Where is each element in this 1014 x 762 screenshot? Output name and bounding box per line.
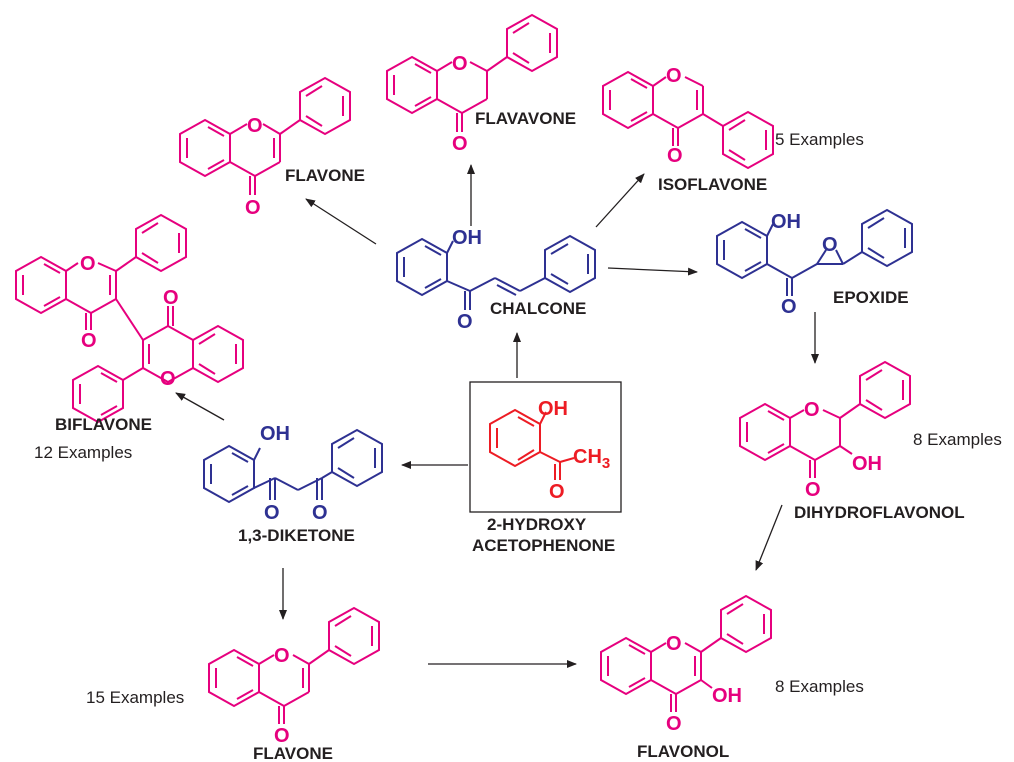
biflavone-o-upper: O: [81, 330, 97, 352]
flavone-bottom-o: O: [274, 725, 290, 747]
flavonol-examples: 8 Examples: [775, 677, 864, 696]
isoflavone-label: ISOFLAVONE: [658, 175, 767, 194]
flavanone-label: FLAVAVONE: [475, 109, 576, 128]
chalcone-oh: OH: [452, 227, 482, 249]
isoflavone-examples: 5 Examples: [775, 130, 864, 149]
start-label-line1: 2-HYDROXY: [487, 515, 587, 534]
biflavone-label: BIFLAVONE: [55, 415, 152, 434]
isoflavone-structure: [602, 70, 774, 170]
arrow-to-isoflavone: [595, 173, 645, 228]
arrow-to-flavone-top: [305, 198, 377, 245]
dihydroflavonol-label: DIHYDROFLAVONOL: [794, 503, 965, 522]
arrows: [175, 164, 819, 668]
dihydroflavonol-structure: [739, 360, 911, 478]
dihydroflavonol-o-ring: O: [804, 399, 820, 421]
epoxide-structure: [716, 208, 913, 296]
epoxide-oh: OH: [771, 211, 801, 233]
flavanone-o-ring: O: [452, 53, 468, 75]
flavonol-label: FLAVONOL: [637, 742, 729, 761]
flavone-top-o-ring: O: [247, 115, 263, 137]
flavonol-o-ring: O: [666, 633, 682, 655]
diketone-oh: OH: [260, 423, 290, 445]
isoflavone-o-ring: O: [666, 65, 682, 87]
biflavone-structure: [15, 213, 244, 424]
arrow-to-flavonol-from-dihydro: [755, 504, 783, 571]
arrow-to-biflavone: [175, 392, 225, 421]
dihydroflavonol-examples: 8 Examples: [913, 430, 1002, 449]
chalcone-o: O: [457, 311, 473, 333]
biflavone-o-lower: O: [163, 287, 179, 309]
start-structure: [489, 408, 575, 480]
dihydroflavonol-o: O: [805, 479, 821, 501]
biflavone-o-ring-upper: O: [80, 253, 96, 275]
flavanone-o: O: [452, 133, 468, 155]
flavone-bottom-examples: 15 Examples: [86, 688, 184, 707]
flavone-top-label: FLAVONE: [285, 166, 365, 185]
chalcone-label: CHALCONE: [490, 299, 586, 318]
chalcone-structure: [396, 234, 596, 310]
epoxide-o-ring: O: [822, 234, 838, 256]
flavone-top-structure: [179, 76, 351, 195]
diketone-o-right: O: [312, 502, 328, 524]
flavone-bottom-o-ring: O: [274, 645, 290, 667]
epoxide-o: O: [781, 296, 797, 318]
flavanone-structure: [386, 13, 558, 132]
flavone-top-o: O: [245, 197, 261, 219]
biflavone-o-ring-lower: O: [160, 368, 176, 390]
diketone-structure: [203, 428, 383, 504]
diketone-o-left: O: [264, 502, 280, 524]
flavonol-structure: [600, 594, 772, 712]
start-ch3: CH3: [573, 446, 610, 472]
flavone-bottom-label: FLAVONE: [253, 744, 333, 762]
arrow-to-epoxide: [607, 267, 698, 276]
dihydroflavonol-oh: OH: [852, 453, 882, 475]
diketone-label: 1,3-DIKETONE: [238, 526, 355, 545]
flavonol-o: O: [666, 713, 682, 735]
biflavone-examples: 12 Examples: [34, 443, 132, 462]
flavone-bottom-structure: [208, 606, 380, 724]
start-box: [469, 381, 622, 513]
start-label-line2: ACETOPHENONE: [472, 536, 615, 555]
start-o: O: [549, 481, 565, 503]
isoflavone-o: O: [667, 145, 683, 167]
flavonol-oh: OH: [712, 685, 742, 707]
start-oh: OH: [538, 398, 568, 420]
epoxide-label: EPOXIDE: [833, 288, 909, 307]
